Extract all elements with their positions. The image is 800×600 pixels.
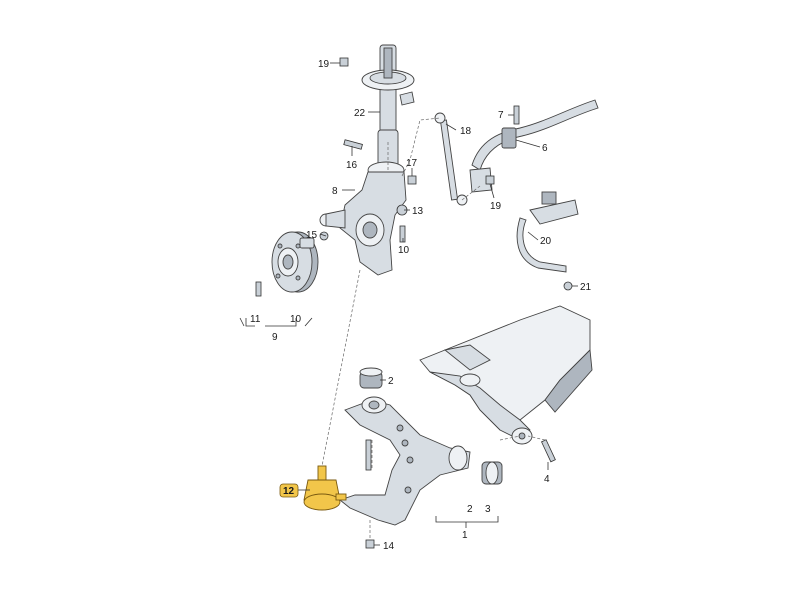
- callout-19b: 19: [490, 201, 502, 212]
- leader-lines: [239, 62, 578, 546]
- callout-15: 15: [306, 230, 318, 241]
- callout-11: 11: [250, 314, 261, 325]
- bushes: [359, 367, 503, 485]
- callout-3: 3: [485, 504, 491, 515]
- ball-joint: [303, 465, 347, 511]
- callout-12-badge: 12: [279, 483, 299, 498]
- stabilizer-bar: [469, 99, 599, 193]
- steering-knuckle: [319, 161, 407, 276]
- callout-10a: 10: [398, 245, 410, 256]
- assembly-lines: [321, 117, 546, 540]
- strut: [361, 44, 415, 171]
- bolts: [255, 57, 573, 549]
- subframe: [419, 305, 593, 445]
- callout-12: 12: [283, 486, 295, 497]
- coupling-rod: [434, 112, 468, 206]
- callout-18: 18: [460, 126, 472, 137]
- callout-20: 20: [540, 236, 552, 247]
- callout-14: 14: [383, 541, 395, 552]
- wheel-hub: [271, 231, 319, 293]
- callout-4: 4: [544, 474, 550, 485]
- callout-13: 13: [412, 206, 424, 217]
- callout-17: 17: [406, 158, 418, 169]
- callout-8: 8: [332, 186, 338, 197]
- callout-6: 6: [542, 143, 548, 154]
- callout-1: 1: [462, 530, 468, 541]
- callout-2b: 2: [467, 504, 473, 515]
- callout-9: 9: [272, 332, 278, 343]
- callout-10b: 10: [290, 314, 302, 325]
- callout-16: 16: [346, 160, 358, 171]
- callout-7: 7: [498, 110, 504, 121]
- level-sender: [516, 191, 579, 273]
- callout-22: 22: [354, 108, 366, 119]
- track-control-arm: [339, 396, 471, 526]
- callout-19a: 19: [318, 59, 330, 70]
- callout-21: 21: [580, 282, 592, 293]
- callout-labels: 19 22 18 7 6 16 17 8 19 13 15 10 20 21 1…: [250, 59, 592, 552]
- callout-2a: 2: [388, 376, 394, 387]
